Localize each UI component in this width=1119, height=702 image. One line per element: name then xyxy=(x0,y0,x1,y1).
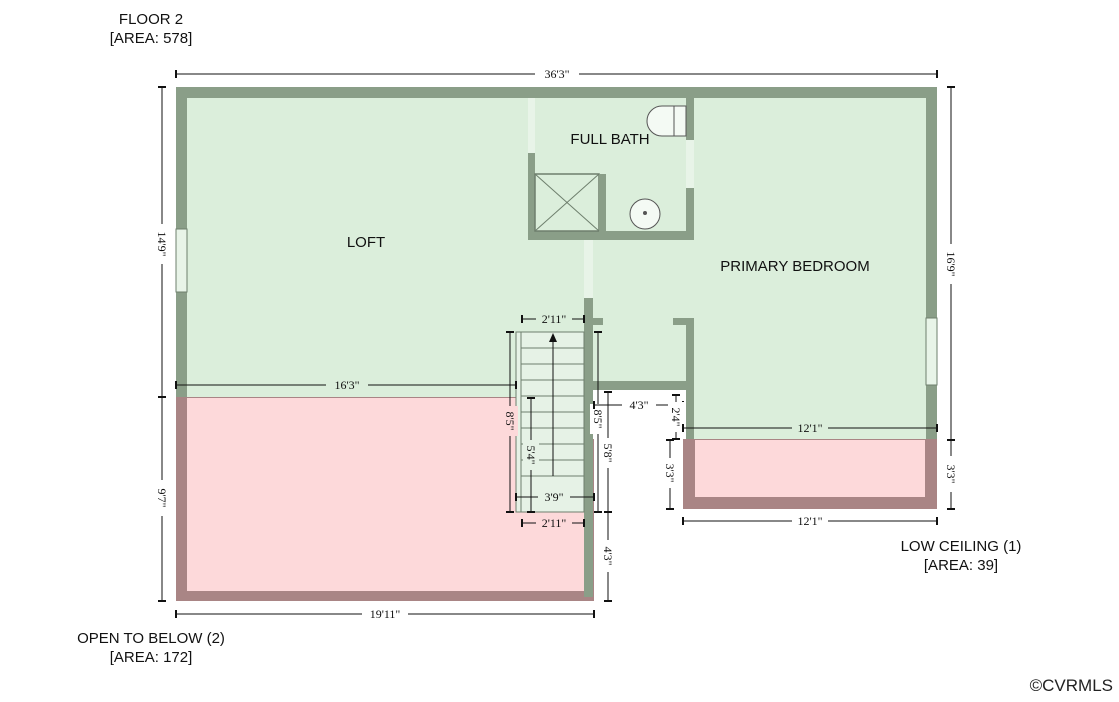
dim-overall-width: 36'3" xyxy=(544,67,569,81)
floor-caption: FLOOR 2 [AREA: 578] xyxy=(90,10,212,48)
dim-label-bg xyxy=(362,606,408,622)
dim-low-ceiling-depth: 3'3" xyxy=(663,463,677,482)
shower-cross-2 xyxy=(534,173,600,232)
dim-stair-top-width: 2'11" xyxy=(542,312,567,326)
dim-label-bg xyxy=(154,224,170,264)
closet-wall-bottom xyxy=(593,381,694,390)
sink-drain xyxy=(643,211,647,215)
stair-arrow-head xyxy=(549,333,557,342)
copyright-watermark: ©CVRMLS xyxy=(1029,676,1113,695)
dim-stair-side-run: 8'5" xyxy=(591,409,605,428)
dim-label-bg xyxy=(662,458,678,488)
floor-area: [AREA: 578] xyxy=(109,30,193,47)
dim-label-bg xyxy=(523,440,539,470)
dim-stair-inner-width: 3'9" xyxy=(544,490,563,504)
dim-closet-depth: 2'4" xyxy=(669,407,683,426)
dim-right-upper-height: 16'9" xyxy=(944,251,958,276)
bath-wall-right-top xyxy=(686,98,694,140)
dim-label-bg xyxy=(943,456,959,492)
dim-left-lower-height: 9'7" xyxy=(155,488,169,507)
dim-label-bg xyxy=(668,402,684,432)
dim-open-below-width: 19'11" xyxy=(370,607,401,621)
dim-label-bg xyxy=(792,513,828,529)
open-to-below-caption: OPEN TO BELOW (2) [AREA: 172] xyxy=(60,629,242,667)
open-to-below-area-label: [AREA: 172] xyxy=(109,649,193,666)
dim-closet-width: 4'3" xyxy=(629,398,648,412)
room-label-loft: LOFT xyxy=(347,234,385,251)
toilet-tank xyxy=(673,105,687,137)
dim-label-bg xyxy=(943,244,959,284)
bath-right-door-gap xyxy=(686,140,694,188)
low-ceiling-floor xyxy=(695,440,925,497)
low-ceiling-area-label: [AREA: 39] xyxy=(923,557,999,574)
bath-wall-bottom xyxy=(528,231,694,240)
dim-right-lower-height: 3'3" xyxy=(944,464,958,483)
exterior-wall-top xyxy=(176,87,937,98)
floor-title: FLOOR 2 xyxy=(118,11,184,28)
bath-wall-right-bottom xyxy=(686,188,694,240)
dim-stair-inner-run: 5'4" xyxy=(524,445,538,464)
dim-label-bg xyxy=(600,438,616,468)
stair-wall xyxy=(584,240,593,597)
low-ceiling-caption: LOW CEILING (1) [AREA: 39] xyxy=(880,537,1042,575)
bath-wall-left xyxy=(528,153,535,240)
exterior-wall-right xyxy=(926,87,937,439)
bath-door-gap xyxy=(528,98,535,153)
dim-left-upper-height: 14'9" xyxy=(155,231,169,256)
dim-label-bg xyxy=(538,489,570,505)
stair-wall-door-gap xyxy=(584,240,593,298)
window-left xyxy=(175,228,188,293)
room-label-full-bath: FULL BATH xyxy=(570,131,649,148)
dim-label-bg xyxy=(536,311,572,327)
shower-wall xyxy=(599,174,606,240)
room-label-primary-bedroom: PRIMARY BEDROOM xyxy=(720,258,869,275)
dim-label-bg xyxy=(326,377,368,393)
dim-label-bg xyxy=(154,480,170,516)
dim-bedroom-width: 12'1" xyxy=(797,421,822,435)
dim-label-bg xyxy=(502,406,518,436)
dim-stair-bottom-width: 2'11" xyxy=(542,516,567,530)
dim-label-bg xyxy=(590,404,606,434)
closet-wall-top-right xyxy=(673,318,694,325)
dim-loft-width: 16'3" xyxy=(334,378,359,392)
dim-label-bg xyxy=(535,66,579,82)
dim-stair-run: 8'5" xyxy=(503,411,517,430)
window-right xyxy=(925,317,938,386)
dim-stair-side-lower: 5'8" xyxy=(601,443,615,462)
dim-label-bg xyxy=(600,540,616,572)
dim-stair-bottom-ext: 4'3" xyxy=(601,546,615,565)
dim-label-bg xyxy=(536,515,572,531)
open-to-below-title: OPEN TO BELOW (2) xyxy=(77,630,225,647)
staircase xyxy=(515,331,585,513)
closet-wall-top-left xyxy=(593,318,603,325)
dim-label-bg xyxy=(622,397,656,413)
low-ceiling-title: LOW CEILING (1) xyxy=(900,538,1022,555)
closet-wall-right xyxy=(686,318,694,439)
dim-label-bg xyxy=(792,420,828,436)
dim-low-ceiling-width: 12'1" xyxy=(797,514,822,528)
